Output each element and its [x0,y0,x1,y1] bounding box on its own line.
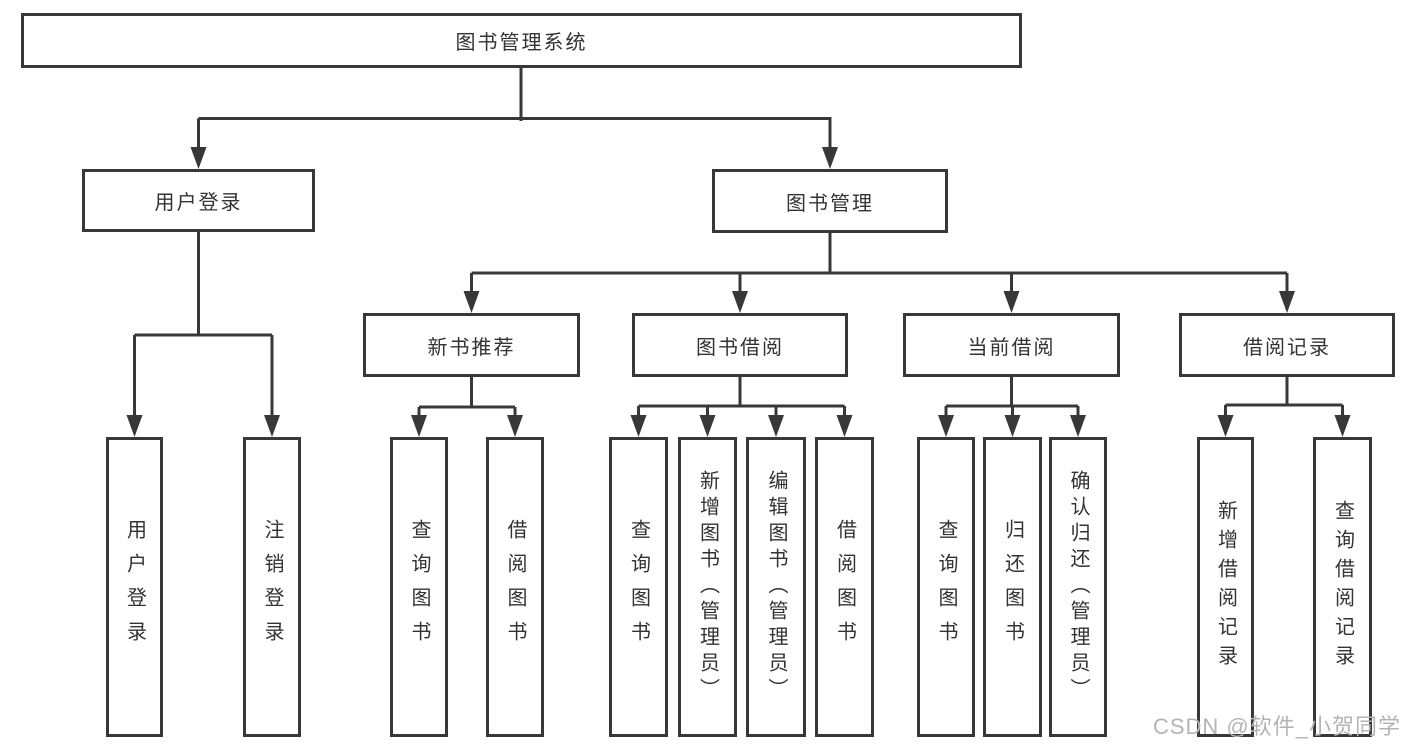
connector-book-mgmt-to-level3 [463,233,1295,313]
leaf-current-query-book-label: 查询图书 [935,519,957,655]
leaf-records-query-record: 查询借阅记录 [1313,437,1372,737]
leaf-recommend-query-book: 查询图书 [390,437,448,737]
leaf-logout: 注销登录 [243,437,301,737]
leaf-current-confirm-return-admin-label: 确认归还（管理员） [1067,470,1089,704]
leaf-logout-label: 注销登录 [261,519,283,655]
leaf-records-add-record: 新增借阅记录 [1197,437,1254,737]
connector-root-to-level2 [190,68,838,169]
leaf-recommend-borrow-book-label: 借阅图书 [504,519,526,655]
node-current-borrow: 当前借阅 [903,313,1120,377]
node-borrow-records: 借阅记录 [1179,313,1395,377]
leaf-borrow-query-book: 查询图书 [609,437,668,737]
leaf-borrow-borrow-book-label: 借阅图书 [833,519,856,655]
leaf-borrow-add-book-admin: 新增图书（管理员） [678,437,737,737]
leaf-current-query-book: 查询图书 [917,437,975,737]
node-borrow-records-label: 借阅记录 [1243,336,1331,359]
leaf-current-return-book-label: 归还图书 [1001,519,1024,655]
connector-new-book-children [411,377,523,437]
leaf-recommend-borrow-book: 借阅图书 [486,437,544,737]
leaf-current-confirm-return-admin: 确认归还（管理员） [1049,437,1107,737]
leaf-borrow-edit-book-admin: 编辑图书（管理员） [746,437,806,737]
node-root-label: 图书管理系统 [455,32,588,54]
connector-borrow-records-children [1217,377,1351,437]
leaf-borrow-add-book-admin-label: 新增图书（管理员） [696,470,719,704]
leaf-current-return-book: 归还图书 [983,437,1042,737]
leaf-borrow-borrow-book: 借阅图书 [815,437,874,737]
leaf-borrow-edit-book-admin-label: 编辑图书（管理员） [765,470,787,704]
node-book-mgmt: 图书管理 [712,169,948,233]
node-book-mgmt-label: 图书管理 [786,192,874,215]
node-user-login-label: 用户登录 [154,192,243,214]
node-new-book-recommend: 新书推荐 [363,313,580,377]
leaf-recommend-query-book-label: 查询图书 [408,519,430,655]
node-root: 图书管理系统 [21,13,1022,68]
node-user-login: 用户登录 [82,169,315,232]
leaf-records-add-record-label: 新增借阅记录 [1214,500,1237,674]
connector-user-login-children [126,232,280,437]
watermark-text: CSDN @软件_小贺同学 [1152,714,1401,739]
leaf-borrow-query-book-label: 查询图书 [627,519,650,655]
node-new-book-recommend-label: 新书推荐 [427,336,516,359]
node-current-borrow-label: 当前借阅 [967,336,1056,359]
connector-book-borrow-children [630,377,853,437]
leaf-records-query-record-label: 查询借阅记录 [1331,500,1354,674]
connector-current-borrow-children [938,377,1086,437]
node-book-borrow: 图书借阅 [632,313,848,377]
node-book-borrow-label: 图书借阅 [696,336,784,359]
leaf-user-login: 用户登录 [106,437,163,737]
leaf-user-login-label: 用户登录 [123,519,146,655]
